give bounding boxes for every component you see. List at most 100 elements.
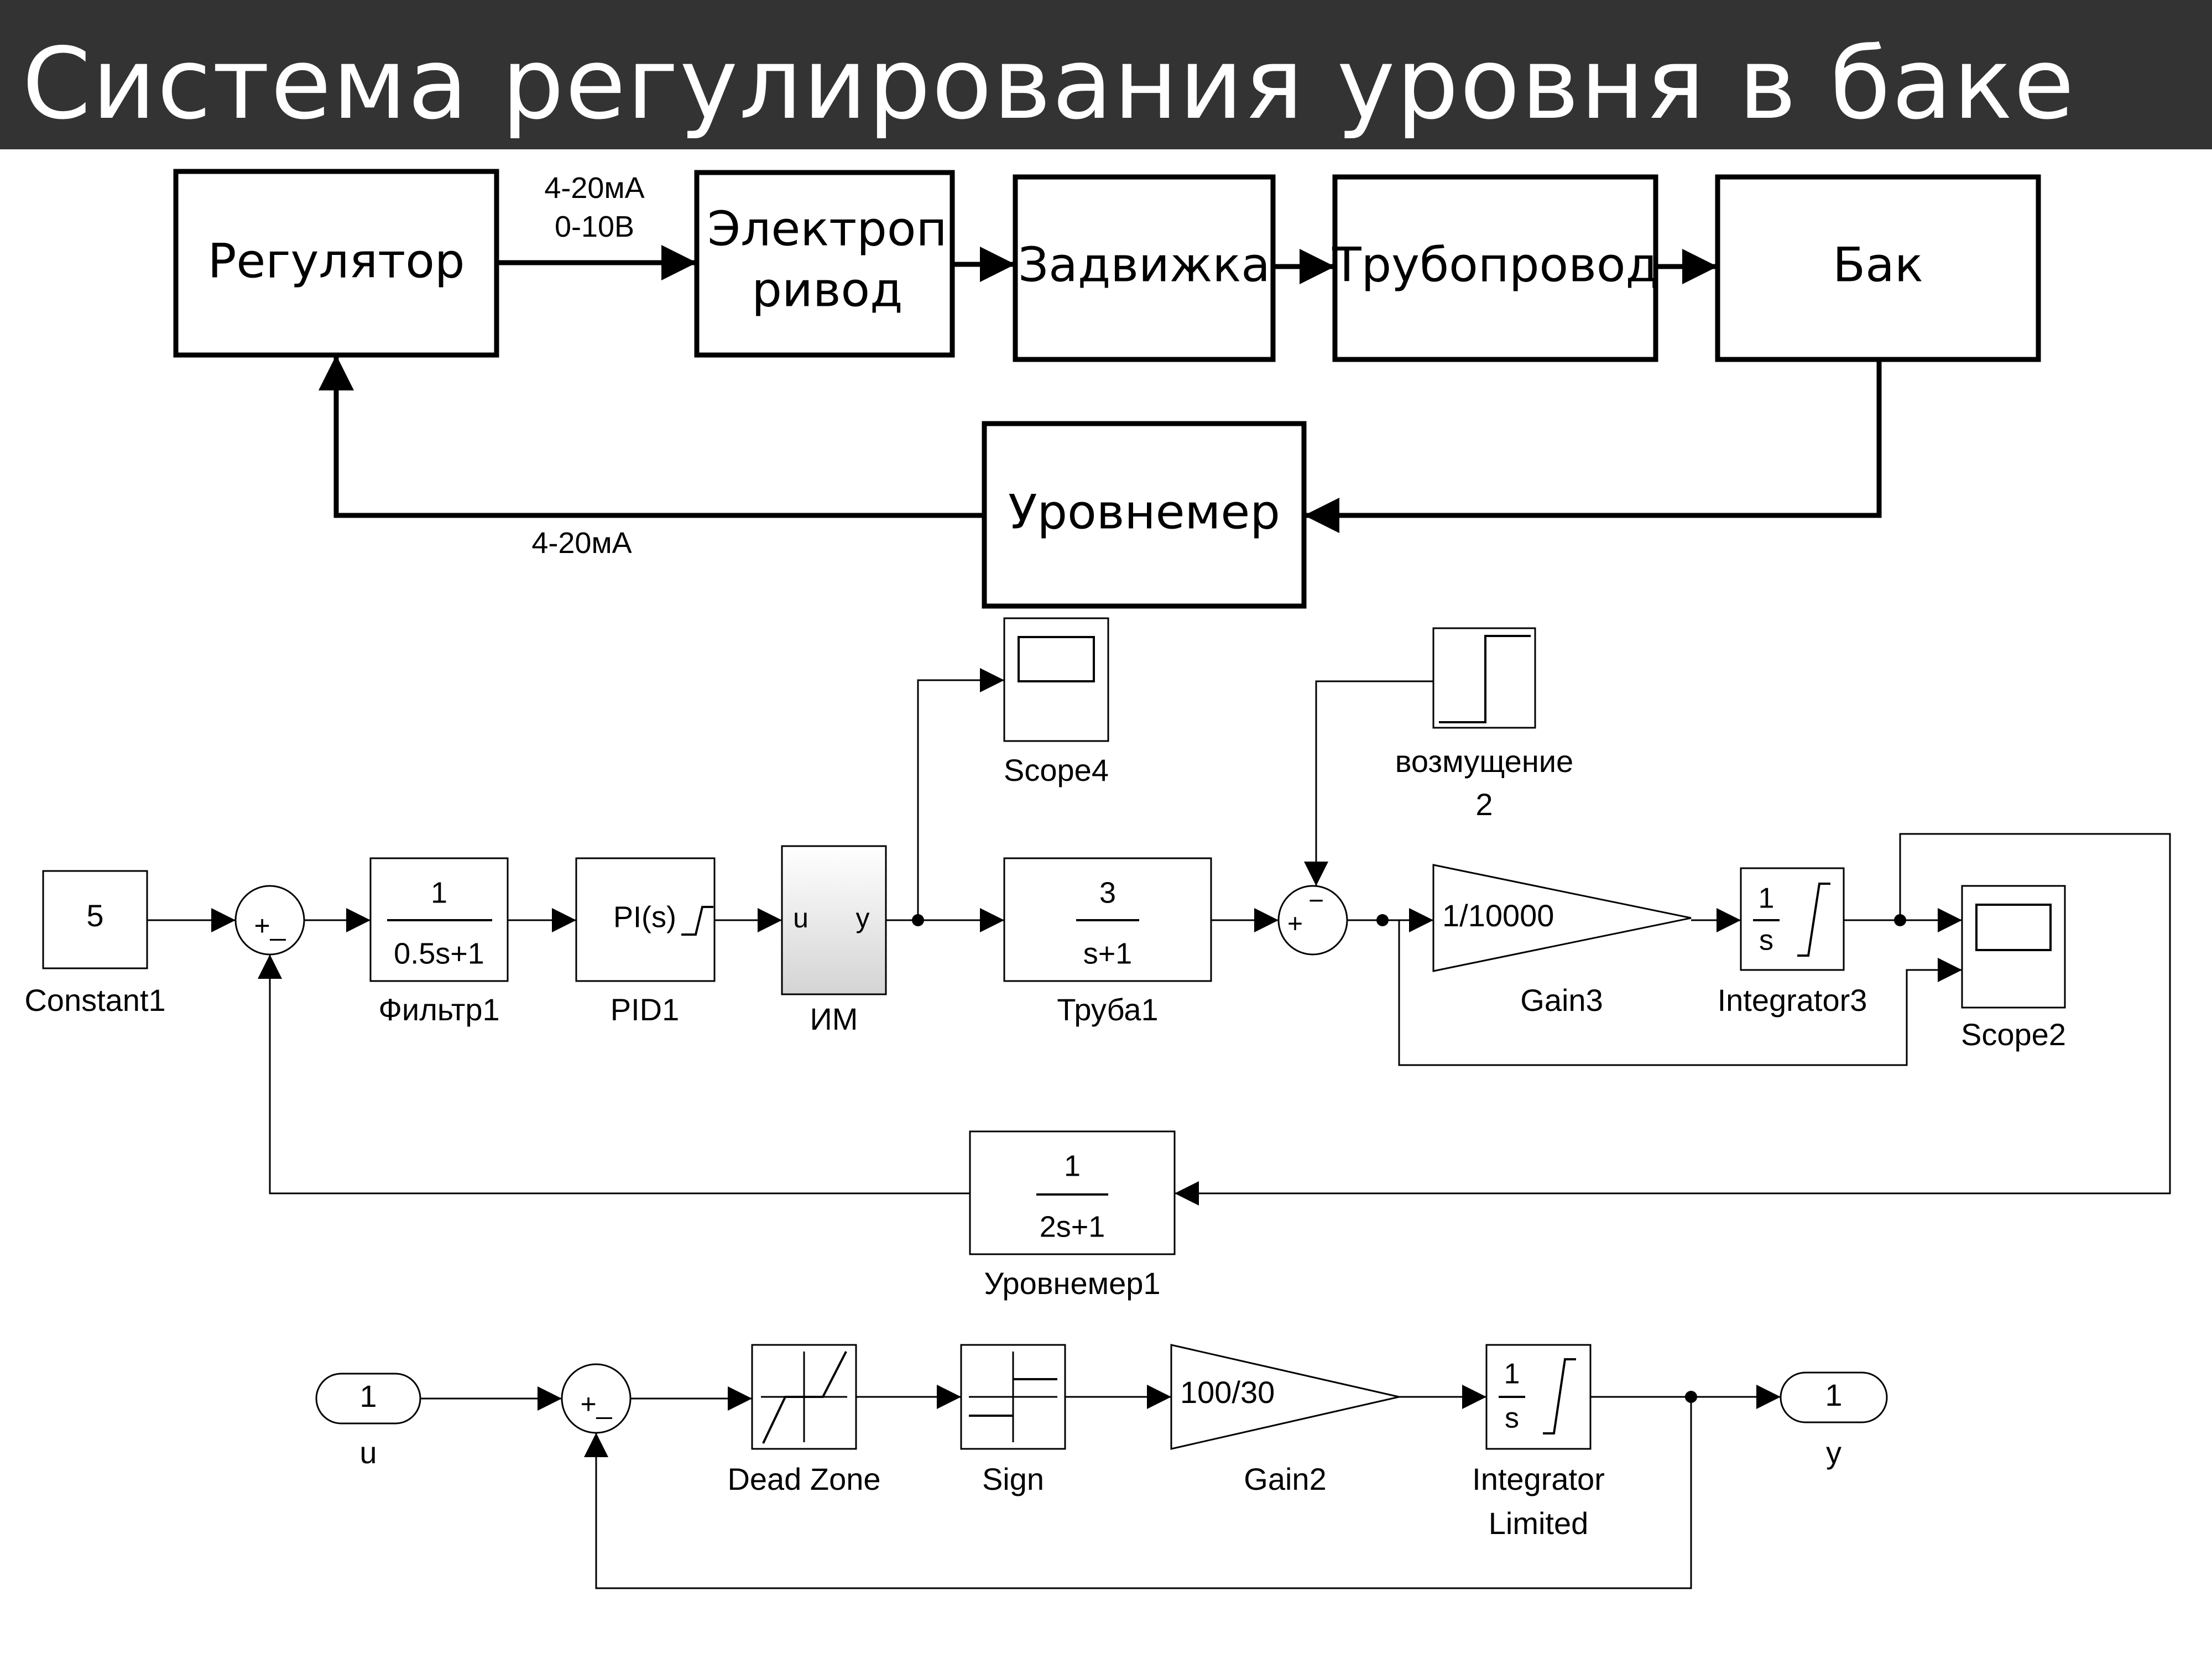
im-port-out: y (856, 902, 870, 933)
limit-icon (1543, 1358, 1576, 1434)
integrator3-block[interactable]: 1 s (1740, 867, 1845, 971)
pipe-block[interactable]: 3 s+1 (1003, 857, 1212, 982)
integrator-label-line1: Integrator (1472, 1462, 1605, 1496)
drive-label-line1: Электроп (707, 201, 947, 257)
regulator-label: Регулятор (208, 233, 465, 289)
sign-label: Sign (982, 1462, 1044, 1496)
junction-sum2 (1376, 914, 1389, 926)
filter-den: 0.5s+1 (394, 937, 484, 970)
im-subsystem-block[interactable]: u y (781, 845, 887, 995)
title-bar (0, 0, 2212, 149)
level-meter-tf-block[interactable]: 1 2s+1 (969, 1130, 1176, 1255)
signal-out-label-line2: 0-10В (555, 210, 634, 243)
pipe-num: 3 (1099, 876, 1116, 909)
gain3-block[interactable]: 1/10000 (1432, 864, 1692, 972)
tank-label: Бак (1833, 237, 1923, 293)
inport-value: 1 (359, 1379, 377, 1413)
level-meter-block: Уровнемер (982, 421, 1307, 609)
signal-feedback-label: 4-20мА (531, 526, 632, 560)
drive-block: Электроп ривод (694, 170, 955, 358)
signal-out-label-line1: 4-20мА (544, 171, 644, 205)
scope4-screen-icon (1018, 636, 1095, 682)
gain2-label: Gain2 (1244, 1462, 1326, 1496)
sum2-minus: − (1308, 886, 1324, 916)
im-port-in: u (793, 902, 808, 933)
inport-block[interactable]: 1 (315, 1373, 421, 1425)
pid-label: PID1 (611, 992, 680, 1027)
junction-im (912, 914, 924, 926)
filter-num: 1 (431, 876, 447, 909)
junction-output (1685, 1391, 1697, 1403)
line-disturbance-to-sum2 (1304, 680, 1433, 886)
level-meter-tf-label: Уровнемер1 (984, 1266, 1160, 1301)
level-meter-num: 1 (1064, 1149, 1081, 1182)
line-feedback-to-sum (584, 1397, 1692, 1589)
gain3-value: 1/10000 (1442, 898, 1554, 933)
integrator-limited-block[interactable]: 1 s (1485, 1344, 1592, 1450)
outport-label: y (1826, 1435, 1841, 1470)
gain2-value: 100/30 (1180, 1375, 1275, 1410)
scope4-label: Scope4 (1004, 753, 1109, 787)
disturbance-label-line2: 2 (1475, 787, 1493, 822)
valve-label: Задвижка (1018, 237, 1270, 293)
gain3-label: Gain3 (1520, 983, 1603, 1018)
integrator-den: s (1505, 1402, 1519, 1434)
level-meter-label: Уровнемер (1008, 484, 1280, 540)
sub-sum-block[interactable]: +_ (561, 1363, 632, 1434)
deadzone-block[interactable] (751, 1344, 857, 1450)
block-diagram: Регулятор Электроп ривод Задвижка Трубоп… (173, 169, 2041, 609)
page-title: Система регулирования уровня в баке (22, 27, 2075, 141)
sum1-signs: +_ (254, 910, 286, 941)
line-sum2-to-scope2 (1383, 919, 1962, 1066)
line-level-meter-to-sum1 (258, 954, 970, 1194)
limit-icon (1797, 883, 1830, 957)
outport-value: 1 (1825, 1378, 1842, 1412)
integrator3-den: s (1759, 925, 1773, 957)
deadzone-icon (762, 1351, 847, 1444)
gain2-block[interactable]: 100/30 (1170, 1344, 1400, 1450)
constant-label: Constant1 (24, 983, 165, 1018)
filter-label: Фильтр1 (378, 992, 499, 1027)
valve-block: Задвижка (1013, 174, 1276, 362)
pid-text: PI(s) (613, 900, 676, 933)
saturation-icon (681, 906, 713, 936)
sum2-plus: + (1287, 910, 1303, 939)
sub-sum-signs: +_ (580, 1389, 612, 1420)
filter-block[interactable]: 1 0.5s+1 (369, 857, 509, 982)
regulator-block: Регулятор (173, 169, 499, 358)
junction-integrator3 (1894, 914, 1906, 926)
step-icon (1439, 635, 1531, 723)
sum1-block[interactable]: +_ (234, 885, 305, 956)
arrow-tank-to-level-meter (1304, 359, 1882, 533)
scope4-block[interactable] (1003, 617, 1109, 742)
pipeline-label: Трубопровод (1332, 237, 1658, 293)
pid-block[interactable]: PI(s) (575, 857, 716, 982)
simulink-subsystem-model: 1 u +_ Dead Zone Sign 100/30 (315, 1344, 1888, 1589)
integrator-label-line2: Limited (1489, 1506, 1589, 1541)
sign-block[interactable] (960, 1344, 1066, 1450)
scope2-screen-icon (1975, 904, 2052, 951)
arrow-level-meter-to-regulator (319, 355, 984, 518)
disturbance-label-line1: возмущение (1395, 744, 1573, 779)
constant-block[interactable]: 5 (42, 870, 148, 969)
inport-label: u (359, 1435, 377, 1470)
drive-label-line2: ривод (752, 262, 902, 317)
tank-block: Бак (1715, 174, 2041, 362)
deadzone-label: Dead Zone (727, 1462, 880, 1496)
sum2-block[interactable]: + − (1277, 885, 1348, 956)
integrator3-num: 1 (1759, 883, 1775, 915)
disturbance-block[interactable] (1432, 627, 1536, 729)
scope2-block[interactable] (1961, 885, 2066, 1009)
level-meter-den: 2s+1 (1040, 1210, 1105, 1243)
pipe-den: s+1 (1083, 937, 1133, 970)
integrator-num: 1 (1504, 1358, 1520, 1390)
constant-value: 5 (86, 898, 103, 933)
pipeline-block: Трубопровод (1332, 174, 1658, 362)
scope2-label: Scope2 (1961, 1017, 2066, 1052)
line-im-to-scope4 (917, 668, 1004, 920)
integrator3-label: Integrator3 (1718, 983, 1867, 1018)
line-integrator3-to-level-meter (1175, 833, 2171, 1206)
outport-block[interactable]: 1 (1780, 1371, 1888, 1423)
simulink-main-model: 5 Constant1 +_ 1 0.5s+1 Фильтр1 PI(s) PI… (24, 617, 2171, 1301)
